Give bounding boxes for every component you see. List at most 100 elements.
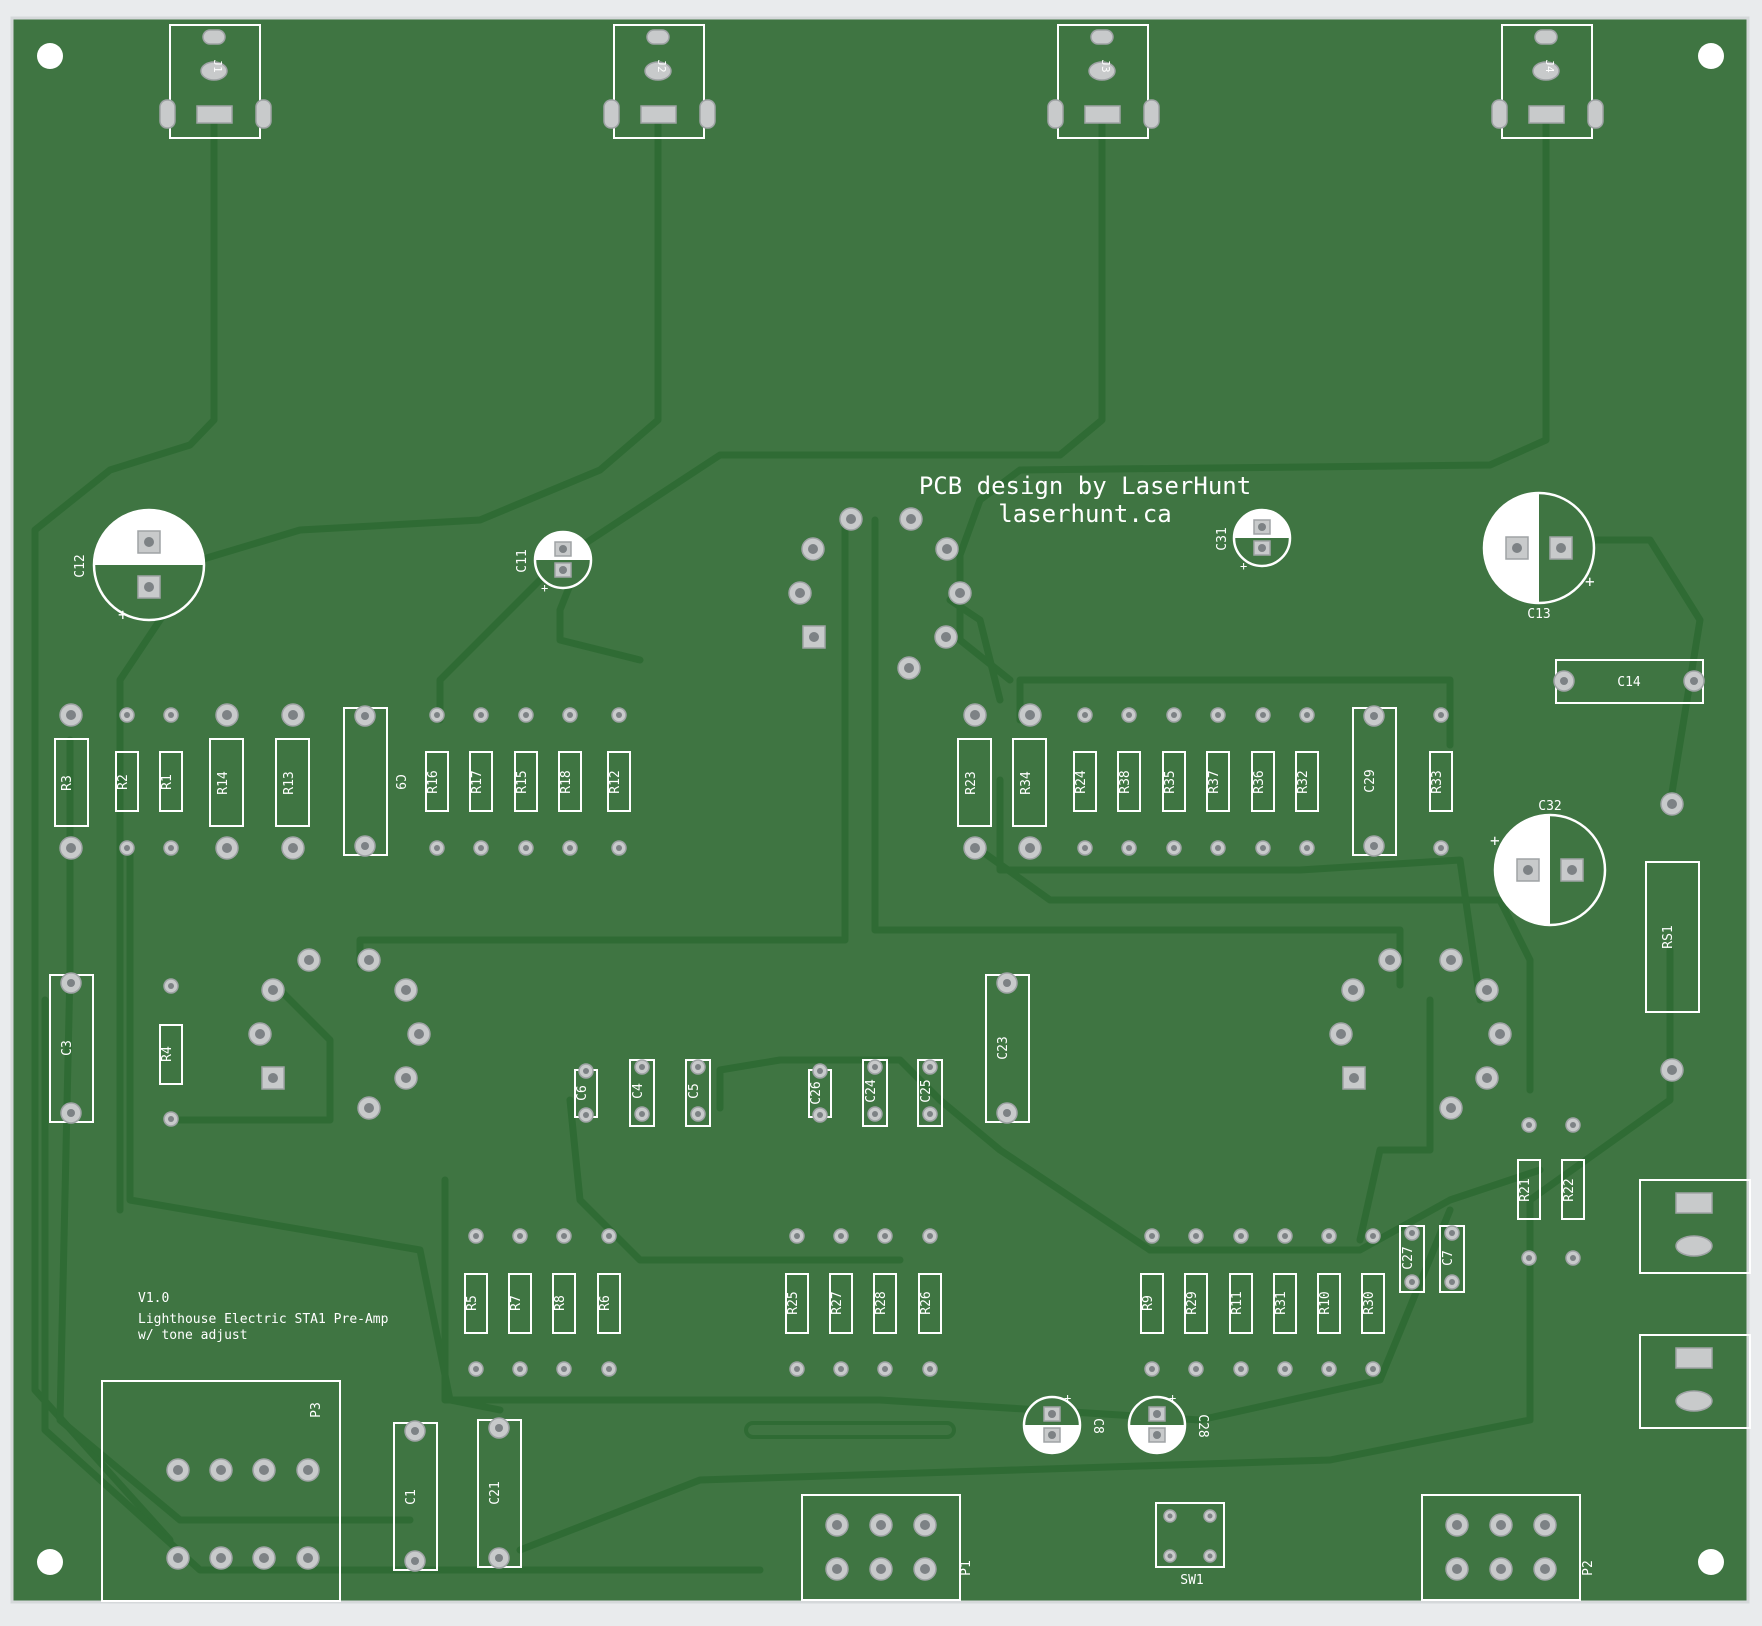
component-label: R23 bbox=[964, 771, 979, 794]
resistor-r17: R17 bbox=[469, 707, 493, 856]
component-label: C14 bbox=[1617, 675, 1641, 690]
cap-c11: + C11 bbox=[515, 530, 593, 595]
resistor-r38: R38 bbox=[1117, 707, 1141, 856]
mounting-hole-top-right bbox=[1698, 43, 1724, 69]
resistor-r25: R25 bbox=[785, 1228, 809, 1377]
resistor-r3: R3 bbox=[54, 703, 89, 860]
resistor-r11: R11 bbox=[1229, 1228, 1253, 1377]
resistor-r23: R23 bbox=[957, 703, 992, 860]
component-label: R29 bbox=[1185, 1291, 1200, 1314]
svg-text:+: + bbox=[541, 581, 548, 595]
component-label: R27 bbox=[830, 1291, 845, 1314]
cap-c4: C4 bbox=[629, 1059, 655, 1127]
component-label: R37 bbox=[1207, 770, 1222, 793]
component-label: R10 bbox=[1318, 1291, 1333, 1314]
credit-line-1: PCB design by LaserHunt bbox=[919, 472, 1251, 500]
cap-c12: + C12 bbox=[73, 508, 206, 624]
resistor-r15: R15 bbox=[514, 707, 538, 856]
resistor-r35: R35 bbox=[1162, 707, 1186, 856]
resistor-r4: R4 bbox=[159, 978, 183, 1127]
mounting-hole-bottom-right bbox=[1698, 1549, 1724, 1575]
resistor-r36: R36 bbox=[1251, 707, 1275, 856]
resistor-r27: R27 bbox=[829, 1228, 853, 1377]
cap-c29: C29 bbox=[1352, 705, 1397, 857]
component-label: C32 bbox=[1538, 799, 1561, 814]
component-label: R33 bbox=[1430, 770, 1445, 793]
resistor-r16: R16 bbox=[425, 707, 449, 856]
component-label: R25 bbox=[786, 1291, 801, 1314]
cap-c14: C14 bbox=[1553, 659, 1705, 704]
component-label: C8 bbox=[1090, 1418, 1105, 1434]
mounting-hole-bottom-left bbox=[37, 1549, 63, 1575]
component-label: R4 bbox=[160, 1046, 175, 1062]
component-label: C5 bbox=[687, 1083, 702, 1099]
component-label: C26 bbox=[809, 1081, 824, 1104]
board-title: Lighthouse Electric STA1 Pre-Amp bbox=[138, 1312, 389, 1327]
component-label: R17 bbox=[470, 770, 485, 793]
header-p3: P3 bbox=[101, 1380, 341, 1602]
component-label: C31 bbox=[1215, 527, 1230, 550]
component-label: R15 bbox=[515, 770, 530, 793]
resistor-r18: R18 bbox=[558, 707, 582, 856]
component-label: C23 bbox=[996, 1036, 1011, 1059]
component-label: C11 bbox=[515, 549, 530, 572]
component-label: C6 bbox=[575, 1085, 590, 1101]
svg-text:+: + bbox=[1064, 1391, 1071, 1405]
resistor-r14: R14 bbox=[209, 703, 244, 860]
svg-text:+: + bbox=[1169, 1391, 1176, 1405]
component-label: C7 bbox=[1441, 1250, 1456, 1266]
mounting-hole-top-left bbox=[37, 43, 63, 69]
component-label: C13 bbox=[1527, 607, 1550, 622]
jack-label: J4 bbox=[1543, 59, 1556, 73]
cap-c3: C3 bbox=[49, 972, 94, 1124]
cap-c6: C6 bbox=[574, 1063, 598, 1123]
tube-socket-right bbox=[1329, 948, 1512, 1120]
resistor-r26: R26 bbox=[918, 1228, 942, 1377]
cap-c24: C24 bbox=[862, 1059, 888, 1127]
component-label: R14 bbox=[216, 771, 231, 795]
resistor-r13: R13 bbox=[275, 703, 310, 860]
jack-j4: J4 bbox=[1491, 24, 1604, 139]
component-label: C28 bbox=[1195, 1414, 1210, 1437]
component-label: R21 bbox=[1518, 1178, 1533, 1201]
component-label: C3 bbox=[60, 1040, 75, 1056]
jack-j2: J2 bbox=[603, 24, 716, 139]
component-label: R16 bbox=[426, 770, 441, 793]
jack-j1: J1 bbox=[159, 24, 272, 139]
cap-c31: + C31 bbox=[1215, 508, 1292, 573]
side-connector-upper bbox=[1639, 1179, 1751, 1274]
component-label: R9 bbox=[1141, 1295, 1156, 1311]
resistor-r30: R30 bbox=[1361, 1228, 1385, 1377]
jack-label: J2 bbox=[655, 59, 668, 72]
component-label: R28 bbox=[874, 1291, 889, 1314]
mounting-holes bbox=[37, 43, 1724, 1575]
cap-c9: C9 bbox=[343, 705, 407, 857]
component-label: R3 bbox=[60, 775, 75, 791]
resistor-rs1: RS1 bbox=[1645, 792, 1700, 1082]
resistor-r8: R8 bbox=[552, 1228, 576, 1377]
tube-socket-left bbox=[248, 948, 431, 1120]
resistor-r2: R2 bbox=[115, 707, 139, 856]
resistor-r7: R7 bbox=[508, 1228, 532, 1377]
component-label: R24 bbox=[1074, 770, 1089, 794]
cap-c7: C7 bbox=[1439, 1225, 1465, 1293]
resistor-r29: R29 bbox=[1184, 1228, 1208, 1377]
component-label: R11 bbox=[1230, 1291, 1245, 1314]
component-label: R22 bbox=[1562, 1178, 1577, 1201]
component-label: R5 bbox=[465, 1295, 480, 1311]
svg-text:+: + bbox=[1240, 559, 1247, 573]
component-label: P3 bbox=[309, 1402, 324, 1418]
header-p2: P2 bbox=[1421, 1494, 1596, 1601]
resistor-r1: R1 bbox=[159, 707, 183, 856]
resistor-r21: R21 bbox=[1517, 1117, 1541, 1266]
component-label: R8 bbox=[553, 1295, 568, 1311]
component-label: C9 bbox=[392, 774, 407, 790]
component-label: RS1 bbox=[1661, 925, 1676, 948]
cap-c28: + C28 bbox=[1127, 1391, 1210, 1455]
header-p1: P1 bbox=[801, 1494, 974, 1601]
resistor-r10: R10 bbox=[1317, 1228, 1341, 1377]
cap-c27: C27 bbox=[1399, 1225, 1425, 1293]
component-label: R6 bbox=[598, 1295, 613, 1311]
component-label: R13 bbox=[282, 771, 297, 794]
cap-c32: + C32 bbox=[1490, 799, 1607, 927]
